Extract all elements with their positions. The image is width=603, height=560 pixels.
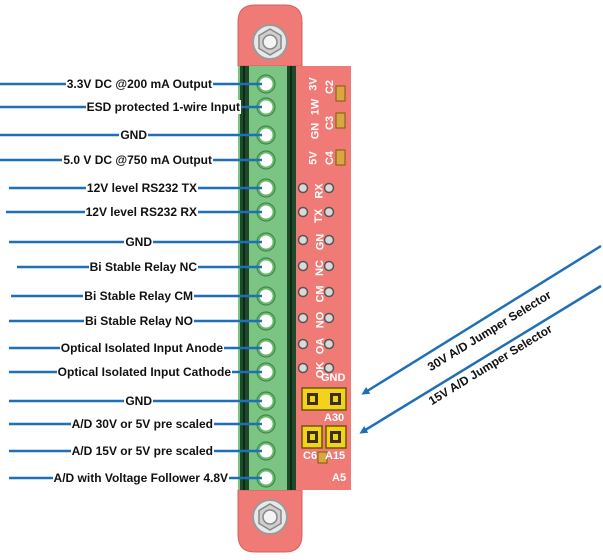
terminal-screws <box>256 74 276 488</box>
silk-1w: 1W <box>309 98 322 116</box>
jumper-a15[interactable] <box>301 425 347 449</box>
silk-gnd: GND <box>321 372 346 384</box>
pin-label: 5.0 V DC @750 mA Output <box>62 153 213 167</box>
top-mounting-tab <box>237 4 303 67</box>
silk-gn-top: GN <box>309 122 322 140</box>
terminal-screw[interactable] <box>256 178 276 198</box>
pin-label: Bi Stable Relay NO <box>83 314 194 328</box>
pin-label: GND <box>124 394 153 408</box>
pin-label: 12V level RS232 TX <box>85 181 198 195</box>
header-hole <box>323 362 335 374</box>
header-hole <box>297 362 309 374</box>
smd-components <box>317 85 346 464</box>
terminal-screw[interactable] <box>256 414 276 434</box>
pin-label: Bi Stable Relay NC <box>88 260 198 274</box>
header-hole <box>297 206 309 218</box>
header-hole <box>323 286 335 298</box>
terminal-screw[interactable] <box>256 362 276 382</box>
terminal-screw[interactable] <box>256 338 276 358</box>
terminal-screw[interactable] <box>256 441 276 461</box>
header-hole <box>297 312 309 324</box>
bottom-mounting-tab <box>237 489 303 553</box>
header-hole <box>297 234 309 246</box>
silk-cm: CM <box>314 285 327 303</box>
pin-label: GND <box>119 128 148 142</box>
terminal-screw[interactable] <box>256 286 276 306</box>
header-hole <box>323 182 335 194</box>
pin-label: A/D 15V or 5V pre scaled <box>70 444 214 458</box>
silk-nc: NC <box>313 260 326 276</box>
pin-label: A/D 30V or 5V pre scaled <box>70 417 214 431</box>
terminal-screw[interactable] <box>256 125 276 145</box>
terminal-screw[interactable] <box>256 311 276 331</box>
header-hole <box>323 206 335 218</box>
silk-a5: A5 <box>332 472 347 484</box>
terminal-screw[interactable] <box>256 257 276 277</box>
pin-label: A/D with Voltage Follower 4.8V <box>52 471 229 485</box>
silk-5v: 5V <box>307 151 320 165</box>
terminal-screw[interactable] <box>256 74 276 94</box>
a30-selector-arrow <box>361 244 602 395</box>
header-holes <box>297 182 335 374</box>
terminal-screw[interactable] <box>256 391 276 411</box>
pin-label: ESD protected 1-wire Input <box>85 100 241 114</box>
pin-label: GND <box>124 235 153 249</box>
silk-tx: TX <box>313 208 326 224</box>
silk-c4: C4 <box>324 150 337 166</box>
jumper-a30[interactable] <box>301 387 347 411</box>
header-hole <box>323 338 335 350</box>
pin-label: Optical Isolated Input Cathode <box>56 365 232 379</box>
header-hole <box>297 182 309 194</box>
silk-3v: 3V <box>307 77 320 91</box>
terminal-screw[interactable] <box>256 150 276 170</box>
pin-label: Bi Stable Relay CM <box>83 289 194 303</box>
pin-label: 3.3V DC @200 mA Output <box>65 77 213 91</box>
pin-label: 12V level RS232 RX <box>84 205 198 219</box>
silk-rx: RX <box>313 183 326 199</box>
silk-c6: C6 <box>303 450 318 462</box>
silk-a15: A15 <box>325 450 346 462</box>
silk-no: NO <box>314 311 327 329</box>
header-hole <box>323 312 335 324</box>
pin-label: Optical Isolated Input Anode <box>59 341 224 355</box>
silk-a30: A30 <box>324 412 345 424</box>
header-hole <box>323 234 335 246</box>
header-hole <box>297 286 309 298</box>
silk-c2: C2 <box>324 79 337 95</box>
header-hole <box>323 260 335 272</box>
silk-gn: GN <box>314 233 327 251</box>
header-hole <box>297 260 309 272</box>
a15-selector-arrow <box>359 284 602 434</box>
silk-c3: C3 <box>324 115 337 131</box>
silk-oa: OA <box>314 337 327 355</box>
header-hole <box>297 338 309 350</box>
